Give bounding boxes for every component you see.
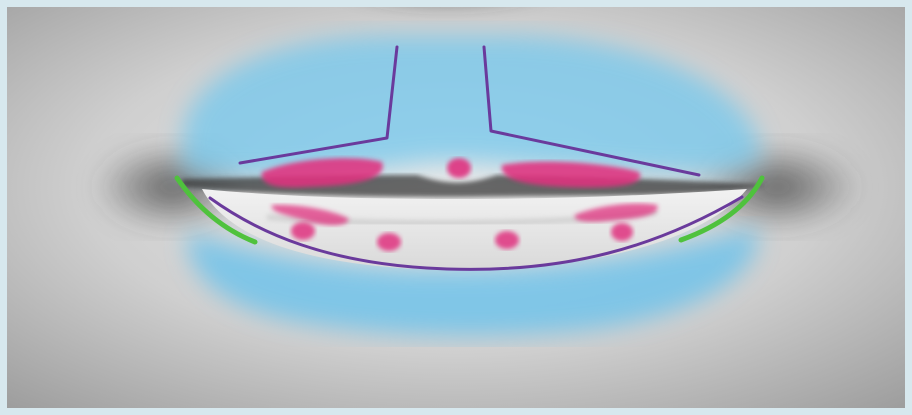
lower-injection-point-icon — [291, 222, 315, 240]
center-injection-point-icon — [447, 158, 471, 178]
lower-injection-point-icon — [611, 223, 633, 241]
lower-injection-point-icon — [377, 233, 401, 251]
lower-injection-point-icon — [495, 231, 519, 249]
lips-illustration — [7, 7, 905, 408]
